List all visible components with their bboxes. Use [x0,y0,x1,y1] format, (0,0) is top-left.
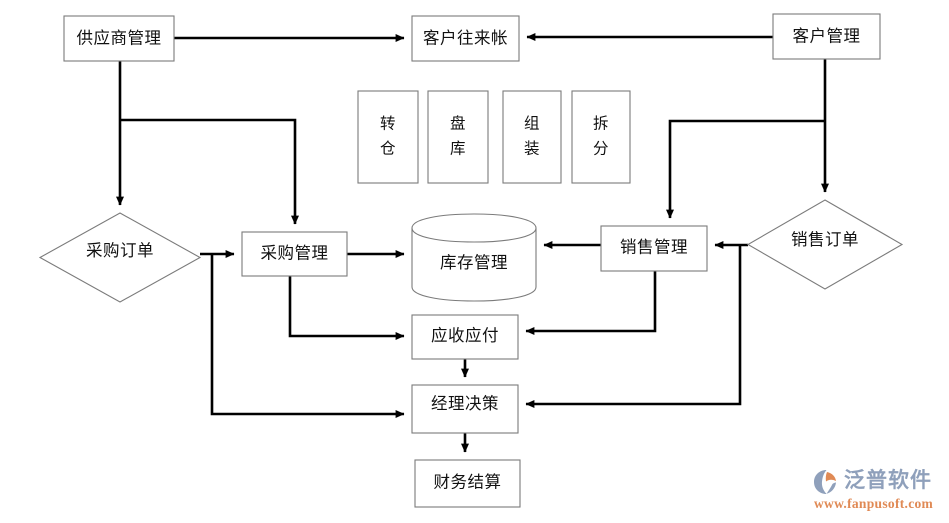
node-label-assemble-char-2: 装 [524,140,540,158]
node-label-sales-order: 销售订单 [791,230,859,249]
node-label-stocktake-char-1: 盘 [450,114,466,133]
brand-name: 泛普软件 [844,468,932,492]
node-label-transfer-warehouse-char-1: 转 [380,115,396,133]
node-sales-management[interactable]: 销售管理 [600,225,708,272]
node-label-purchase-management: 采购管理 [261,243,329,262]
watermark-logo: 泛普软件 www.fanpusoft.com [812,466,944,516]
node-label-finance-settlement: 财务结算 [434,472,502,491]
edge-purchase-mgmt-to-receivable [288,276,405,340]
node-label-customer-ledger: 客户往来帐 [423,28,508,47]
node-label-sales-management: 销售管理 [620,237,688,256]
node-label-supplier-management: 供应商管理 [77,28,162,47]
node-label-accounts-receivable-payable: 应收应付 [431,326,499,345]
fanpu-logo-icon [814,470,836,494]
node-assemble[interactable]: 组 装 组装 [0,0,562,184]
edge-layer [116,33,829,453]
edge-sales-mgmt-to-receivable [525,271,657,335]
node-supplier-management[interactable]: 供应商管理 [63,15,175,62]
node-label-assemble-char-1: 组 [524,115,540,133]
node-label-stocktake-char-2: 库 [450,140,466,158]
node-label-transfer-warehouse-char-2: 仓 [380,140,396,158]
node-inventory-management[interactable]: 库存管理 [411,213,537,302]
edge-purchase-order-to-manager-decision [210,254,405,418]
node-manager-decision[interactable]: 经理决策 [411,384,519,434]
node-transfer-warehouse[interactable]: 转 仓 转仓 [0,0,419,184]
node-customer-ledger[interactable]: 客户往来帐 [411,15,520,62]
edge-sales-order-to-manager-decision [525,245,742,408]
brand-url: www.fanpusoft.com [814,496,934,511]
node-stocktake[interactable]: 盘 库 盘库 [0,0,489,184]
node-label-manager-decision: 经理决策 [431,394,499,413]
edge-customer-mgmt-to-sales-mgmt [666,119,825,219]
node-sales-order[interactable]: 销售订单 [746,199,904,290]
node-layer: 供应商管理 客户往来帐 客户管理 转 仓 转仓 盘 [0,0,904,508]
node-label-disassemble-char-1: 拆 [593,115,609,133]
node-label-disassemble-char-2: 分 [593,140,609,158]
node-label-purchase-order: 采购订单 [86,241,154,260]
node-accounts-receivable-payable[interactable]: 应收应付 [411,314,519,360]
node-disassemble[interactable]: 拆 分 拆分 [0,0,631,184]
node-purchase-order[interactable]: 采购订单 [38,212,202,303]
node-finance-settlement[interactable]: 财务结算 [414,459,521,508]
edge-supplier-to-purchase-mgmt [120,118,299,225]
node-label-customer-management: 客户管理 [793,26,861,45]
node-customer-management[interactable]: 客户管理 [772,13,881,60]
node-label-inventory-management: 库存管理 [440,253,508,272]
node-purchase-management[interactable]: 采购管理 [241,231,348,277]
